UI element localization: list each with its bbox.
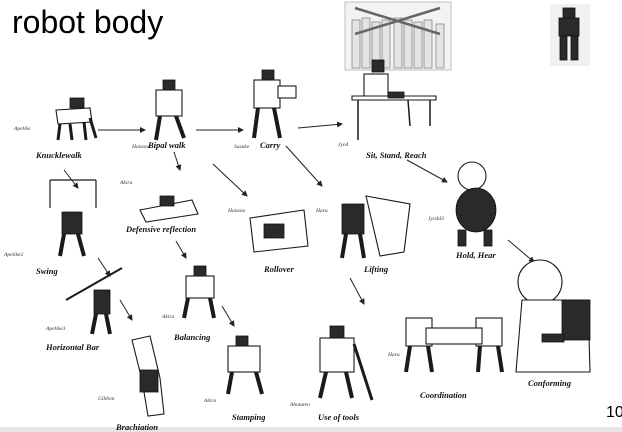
label-stamping: Stamping [232,412,266,422]
figure-carry [254,70,296,138]
label-lifting: Lifting [363,264,389,274]
figure-coordination [406,318,502,372]
figure-lifting [342,196,410,258]
label-conforming: Conforming [528,378,572,388]
figure-defensive [140,196,198,222]
label-balancing: Balancing [173,332,211,342]
figure-brachiation [132,336,164,416]
robot-name-hold: Jyo4d3 [428,215,444,222]
robot-name-swing: Apelike2 [3,252,23,258]
robot-name-hbar: Apelike3 [45,326,65,332]
label-hbar: Horizontal Bar [45,342,100,352]
figure-swing [50,180,96,256]
label-sitstand: Sit, Stand, Reach [366,150,427,160]
label-tools: Use of tools [318,412,360,422]
robot-name-balancing: Akira [161,314,174,320]
small-robot-image [550,4,590,66]
robot-name-tools: Ahotaten [289,402,310,408]
figure-sit-stand [352,60,436,140]
robot-name-carry: Sasuke [234,144,250,150]
robot-name-rollover: Hanzou [227,208,245,214]
cabinet-robot-image [345,2,451,70]
label-bipedwalk: Bipal walk [147,140,186,150]
robot-name-knucklewalk: Apelike [13,126,31,132]
label-defensive: Defensive reflection [125,224,196,234]
robot-name-lifting: Haru [315,208,328,214]
figure-rollover [250,210,308,252]
robot-name-sitstand: Jyo4 [338,141,349,148]
figure-biped-walk [156,80,184,140]
label-carry: Carry [260,140,281,150]
figure-horizontal-bar [66,268,122,334]
robot-name-stamping: Akira [203,398,216,404]
robot-name-bipedwalk: Hanzou [131,144,149,150]
robot-name-coordination: Haru [387,352,400,358]
figure-stamping [228,336,262,394]
label-rollover: Rollover [263,264,294,274]
robot-name-brachiation: Gibbon [98,396,115,402]
label-brachiation: Brachiation [115,422,158,432]
behavior-labels: Apelike Knucklewalk Hanzou Bipal walk Sa… [3,126,572,432]
figure-conforming [516,260,590,372]
figure-hold-hear [456,162,496,246]
label-coordination: Coordination [420,390,467,400]
label-knucklewalk: Knucklewalk [35,150,83,160]
figure-knucklewalk [56,98,96,140]
figure-balancing [184,266,214,318]
label-swing: Swing [36,266,58,276]
label-hold: Hold, Hear [455,250,496,260]
figure-use-of-tools [320,326,372,400]
robot-name-defensive: Akira [119,180,132,186]
